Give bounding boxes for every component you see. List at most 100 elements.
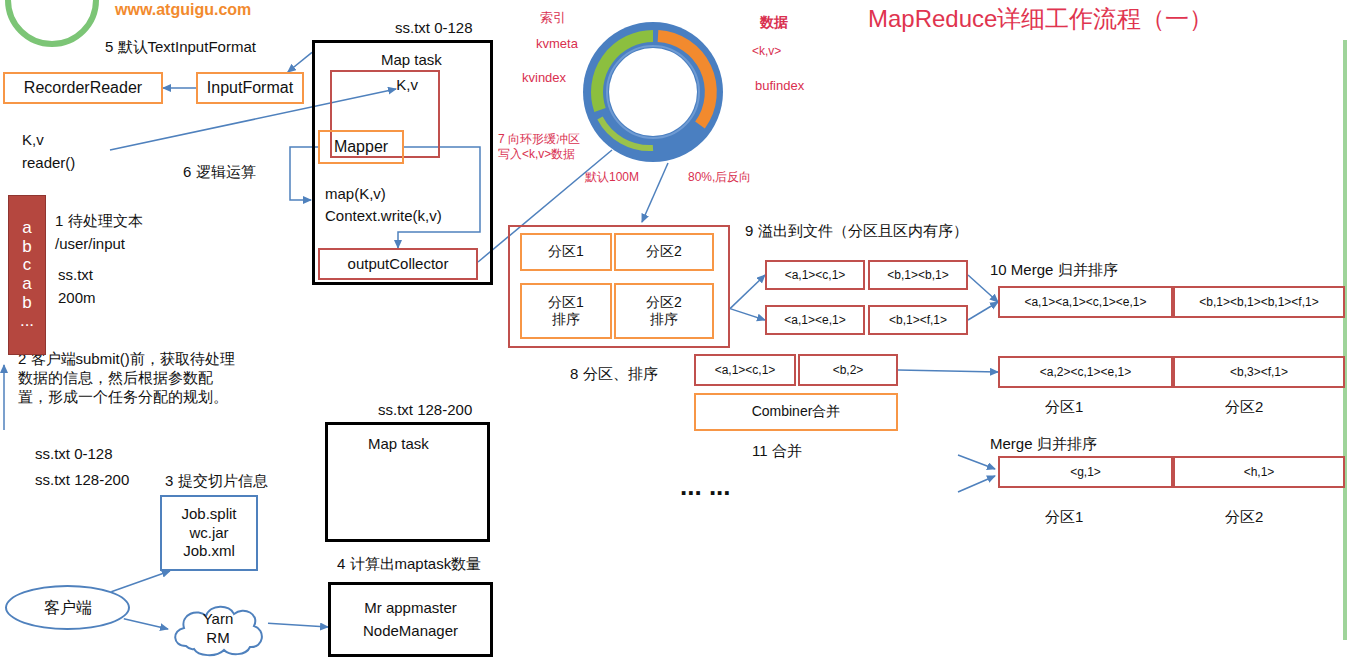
annotation-label: 3 提交切片信息 [165,472,268,491]
file-box: Job.split wc.jar Job.xml [160,495,258,571]
task-box: ss.txt 0-128Map taskmap(K,v) Context.wri… [312,40,493,285]
node-text: <a,1><c,1> [715,363,776,378]
annotation-label: www.atguigu.com [115,0,251,20]
annotation-label: ss.txt [58,266,93,285]
process-box: 分区1 排序 [520,283,612,339]
data-box: K,vMapper [330,70,440,158]
annotation-label: 6 逻辑运算 [183,163,256,182]
connector-arrow [398,147,480,248]
leader-arrow [3,365,5,430]
diagram-title: MapReduce详细工作流程（一） [868,4,1213,34]
node-text: <a,1><a,1><c,1><e,1> [1024,295,1146,310]
connector-arrow [730,275,765,309]
data-box: <h,1> [1173,456,1345,488]
node-text: 分区1 [548,243,584,261]
data-box: 8 分区、排序分区1分区2分区1 排序分区2 排序 [508,225,730,348]
annotation-label: 9 溢出到文件（分区且区内有序） [745,222,968,241]
annotation-label: 11 合并 [752,442,802,461]
process-box: 分区2 [614,233,714,271]
annotation-label: 分区1 [1045,508,1083,527]
node-text: <b,1><b,1><b,1><f,1> [1199,295,1318,310]
node-text: K,v [396,76,418,95]
task-box: Mr appmasterNodeManager [328,582,493,657]
node-text: Mr appmaster [364,599,457,618]
node-text: Job.split wc.jar Job.xml [173,505,245,561]
process-box: RecorderReader [3,72,163,104]
annotation-label: reader() [22,154,75,173]
annotation-label: 2 客户端submit()前，获取待处理数据的信息，然后根据参数配置，形成一个任… [18,350,240,406]
data-box: outputCollector [318,248,478,280]
annotation-label: 分区2 [1225,398,1263,417]
node-text: map(K,v) Context.write(k,v) [325,183,490,227]
annotation-label: <k,v> [752,44,781,59]
data-box: <g,1> [998,456,1173,488]
node-text: ss.txt 0-128 [395,19,473,38]
task-box: ss.txt 128-200Map task [325,422,490,542]
connector-arrow [124,619,168,629]
node-text: Map task [368,435,429,454]
annotation-label: 7 向环形缓冲区写入<k,v>数据 [498,132,588,162]
node-text: <b,3><f,1> [1230,365,1288,380]
process-box: 分区1 [520,233,612,271]
leader-line [478,150,612,262]
node-text: Map task [381,51,442,70]
data-box: <a,1><c,1> [765,260,865,290]
annotation-label: 分区1 [1045,398,1083,417]
annotation-label: 索引 [540,10,566,26]
cloud-node: Yarn RM [168,600,268,658]
node-text: <h,1> [1244,465,1275,480]
node-text: <b,1><f,1> [889,313,947,328]
client-ellipse: 客户端 [5,585,130,630]
leader-arrow [642,163,668,222]
data-box: <a,2><c,1><e,1> [998,356,1173,388]
node-text: 分区2 [646,243,682,261]
data-box: <b,3><f,1> [1173,356,1345,388]
connector-arrow [968,302,998,320]
node-text: <a,2><c,1><e,1> [1040,365,1131,380]
node-text: Mapper [334,137,388,157]
connector-arrow [730,309,765,320]
process-box: 分区2 排序 [614,283,714,339]
connector-arrow [968,275,998,302]
connector-arrow [898,370,998,372]
connector-arrow [111,571,170,592]
data-box: <b,2> [798,354,898,386]
annotation-label: kvindex [522,70,566,86]
ring-buffer [583,22,723,162]
annotation-label: Merge 归并排序 [990,435,1097,454]
leader-arrow [958,476,995,492]
node-text: <a,1><e,1> [784,313,845,328]
node-text: InputFormat [207,78,293,98]
node-text: RecorderReader [24,78,142,98]
frame-edge [1343,40,1347,640]
node-text: 分区2 排序 [639,294,689,329]
annotation-label: K,v [22,131,44,150]
annotation-label: ss.txt 128-200 [35,471,129,490]
annotation-label: /user/input [55,235,125,254]
annotation-label: 200m [58,289,96,308]
node-text: 8 分区、排序 [570,365,658,384]
node-text: <b,2> [833,363,864,378]
process-box: Combiner合并 [694,393,898,431]
annotation-label: 80%,后反向 [688,170,751,185]
text-column: a b c a b ... [8,195,46,355]
data-box: <b,1><b,1><b,1><f,1> [1173,286,1345,318]
leader-arrow [958,455,995,469]
logo-arc [8,0,96,44]
data-box: <b,1><b,1> [868,260,968,290]
annotation-label: 分区2 [1225,508,1263,527]
node-text: Combiner合并 [752,403,841,421]
annotation-label: bufindex [755,78,804,94]
node-text: <b,1><b,1> [887,268,948,283]
connector-arrow [268,623,328,627]
process-box: Mapper [318,130,404,164]
node-text: 分区1 排序 [541,294,591,329]
connector-arrow [163,87,196,89]
data-box: <a,1><a,1><c,1><e,1> [998,286,1173,318]
annotation-label: ss.txt 0-128 [35,445,113,464]
connector-arrow [288,52,312,72]
data-box: <a,1><e,1> [765,305,865,335]
node-text: Yarn RM [194,610,242,648]
